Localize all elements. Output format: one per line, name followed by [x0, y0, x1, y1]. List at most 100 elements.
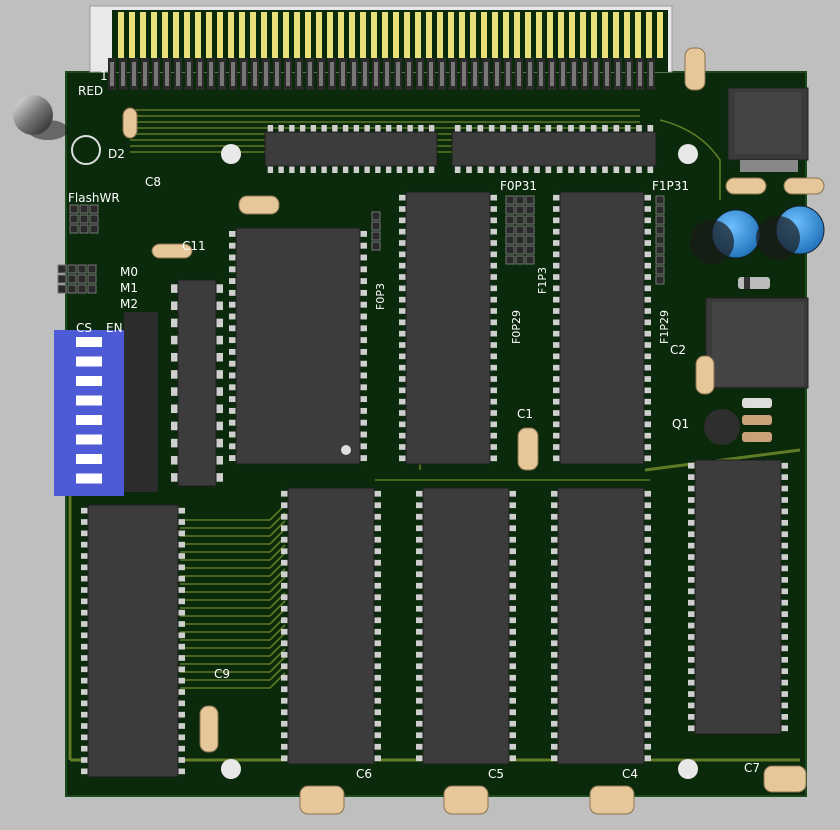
ic-pin — [781, 645, 788, 652]
jumper-pin — [505, 235, 515, 245]
header-pin-metal — [528, 62, 532, 86]
header-pin-metal — [638, 62, 642, 86]
ic-pin — [509, 663, 516, 670]
ic-pin — [374, 628, 381, 635]
ic-pin — [688, 577, 695, 583]
trace — [180, 520, 286, 537]
ic-pin — [216, 335, 223, 345]
ic-pin — [407, 166, 413, 173]
ic-chip — [551, 487, 651, 765]
ic-pin — [511, 125, 518, 132]
ic-pin — [579, 166, 586, 173]
ic-pin — [360, 301, 367, 308]
ic-pin — [556, 125, 563, 132]
ic-pin — [360, 443, 367, 450]
gold-finger — [327, 12, 333, 58]
ic-pin — [509, 582, 516, 589]
jumper-headers — [57, 195, 665, 294]
ic-pin — [374, 490, 381, 497]
ic-pin — [553, 206, 560, 212]
ic-pin — [178, 621, 185, 627]
ic-pin — [644, 755, 651, 762]
ic-pin — [281, 743, 288, 750]
ic-pin — [428, 125, 435, 132]
ic-pin — [553, 296, 560, 303]
header-pin-metal — [451, 62, 455, 86]
gold-finger — [547, 12, 553, 58]
ic-pin — [416, 697, 423, 704]
ic-pin — [688, 679, 695, 686]
trace — [180, 640, 286, 657]
ic-pin — [399, 319, 406, 326]
ic-pin — [488, 125, 495, 132]
gold-finger — [338, 12, 344, 58]
ic-pin — [477, 125, 484, 132]
ic-pin — [416, 490, 423, 497]
ic-pin — [644, 628, 651, 635]
ic-pin — [644, 536, 651, 543]
trace — [180, 576, 286, 593]
ic-pin — [644, 444, 651, 450]
ic-pin — [781, 565, 788, 572]
ic-pin — [551, 651, 558, 658]
ic-pin — [644, 410, 651, 416]
ic-pin — [374, 755, 381, 762]
ic-pin — [81, 507, 88, 514]
ic-pin — [509, 536, 516, 543]
ic-pin — [551, 490, 558, 497]
ic-pin — [216, 455, 223, 465]
dip-key — [76, 337, 102, 347]
ic-pin — [281, 640, 288, 647]
ic-pin — [399, 410, 406, 416]
jumper-pin — [79, 204, 89, 214]
label-c2: C2 — [670, 343, 686, 357]
ic-pin — [281, 502, 288, 509]
label-pin1: 1 — [100, 69, 108, 83]
ic-pin — [509, 720, 516, 727]
ic-pin — [644, 364, 651, 371]
ic-pin — [416, 502, 423, 509]
gold-finger — [162, 12, 168, 58]
ic-pin — [781, 599, 788, 606]
ic-pin — [781, 462, 788, 469]
ic-pin — [416, 732, 423, 739]
header-pin-metal — [308, 62, 312, 86]
ic-pin — [399, 217, 406, 224]
ic-pin — [178, 575, 185, 582]
ic-pin — [81, 621, 88, 627]
ic-pin — [216, 318, 223, 328]
ic-pin — [216, 473, 223, 482]
ic-chip — [281, 487, 381, 765]
ic-pin — [416, 582, 423, 589]
ic-pin — [553, 285, 560, 292]
gold-finger — [646, 12, 652, 58]
header-pin-metal — [429, 62, 433, 86]
gold-finger — [173, 12, 179, 58]
mount-hole-br — [678, 759, 698, 779]
label-c8: C8 — [145, 175, 161, 189]
ic-body — [422, 487, 510, 765]
ic-pin — [688, 542, 695, 549]
ic-pin — [171, 473, 178, 482]
ic-pin — [171, 352, 178, 362]
ic-pin — [229, 360, 236, 367]
small-resistor-3 — [742, 432, 772, 442]
ic-pin — [644, 548, 651, 555]
ic-chip — [171, 279, 223, 487]
ic-chip — [553, 191, 651, 465]
gold-finger — [635, 12, 641, 58]
ceramic-cap — [151, 243, 193, 259]
ceramic-cap — [517, 427, 539, 471]
jumper-pin — [525, 255, 535, 265]
jumper-pin — [515, 225, 525, 235]
trace — [180, 536, 286, 553]
ic-pin — [551, 709, 558, 716]
ic-pin — [613, 166, 620, 173]
ic-pin — [216, 387, 223, 396]
ic-pin — [416, 617, 423, 624]
gold-finger — [536, 12, 542, 58]
ic-pin — [644, 228, 651, 235]
ic-pin — [688, 554, 695, 560]
ic-pin — [299, 125, 306, 132]
ic-pin — [553, 194, 560, 201]
